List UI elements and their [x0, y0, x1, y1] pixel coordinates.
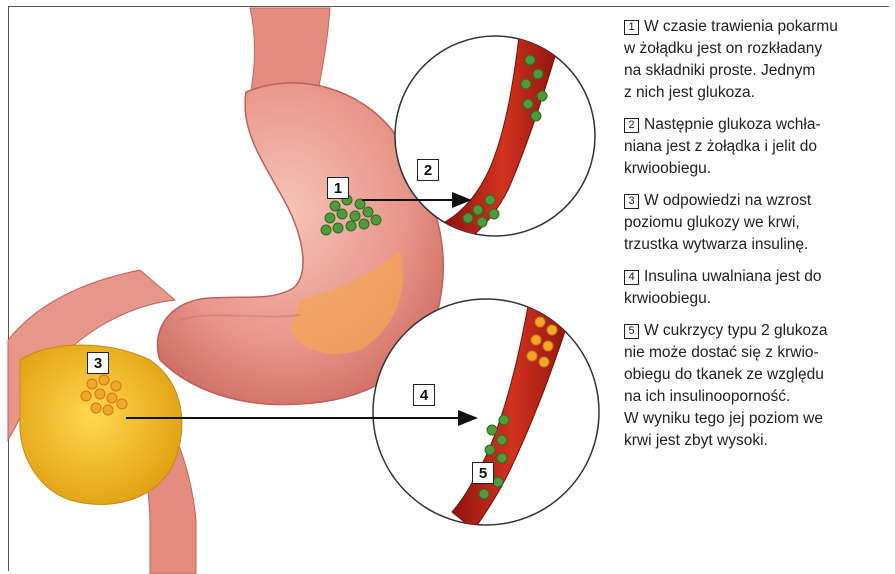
step-1-line: w żołądku jest on rozkładany — [624, 38, 890, 60]
step-5-line: nie może dostać się z krwio- — [624, 342, 890, 364]
step-5-line: krwi jest zbyt wysoki. — [624, 430, 890, 452]
step-5: 5 W cukrzycy typu 2 glukoza nie może dost… — [624, 320, 890, 452]
step-1-line: na składniki proste. Jednym — [624, 60, 890, 82]
step-4-line: Insulina uwalniana jest do — [644, 268, 822, 285]
label-5: 5 — [472, 462, 494, 484]
step-5-number: 5 — [624, 324, 639, 339]
step-4: 4 Insulina uwalniana jest do krwioobiegu. — [624, 266, 890, 310]
step-2-line: Następnie glukoza wchła- — [644, 116, 821, 133]
step-1-number: 1 — [624, 20, 639, 35]
step-2: 2 Następnie glukoza wchła- niana jest z ż… — [624, 114, 890, 180]
label-2: 2 — [417, 159, 439, 181]
step-3: 3 W odpowiedzi na wzrost poziomu glukozy … — [624, 190, 890, 256]
step-2-line: niana jest z żołądka i jelit do — [624, 136, 890, 158]
step-1-line: W czasie trawienia pokarmu — [644, 18, 838, 35]
step-4-line: krwioobiegu. — [624, 288, 890, 310]
step-3-line: poziomu glukozy we krwi, — [624, 212, 890, 234]
label-3: 3 — [87, 352, 109, 374]
step-5-line: W cukrzycy typu 2 glukoza — [644, 322, 827, 339]
step-3-line: trzustka wytwarza insulinę. — [624, 234, 890, 256]
label-1: 1 — [327, 177, 349, 199]
label-4: 4 — [413, 384, 435, 406]
explanation-panel: 1 W czasie trawienia pokarmu w żołądku je… — [624, 16, 890, 462]
step-1: 1 W czasie trawienia pokarmu w żołądku je… — [624, 16, 890, 104]
step-3-number: 3 — [624, 194, 639, 209]
step-2-line: krwioobiegu. — [624, 158, 890, 180]
step-3-line: W odpowiedzi na wzrost — [644, 192, 811, 209]
step-5-line: na ich insulinooporność. — [624, 386, 890, 408]
step-1-line: z nich jest glukoza. — [624, 82, 890, 104]
step-4-number: 4 — [624, 270, 639, 285]
step-2-number: 2 — [624, 118, 639, 133]
step-5-line: W wyniku tego jej poziom we — [624, 408, 890, 430]
step-5-line: obiegu do tkanek ze względu — [624, 364, 890, 386]
